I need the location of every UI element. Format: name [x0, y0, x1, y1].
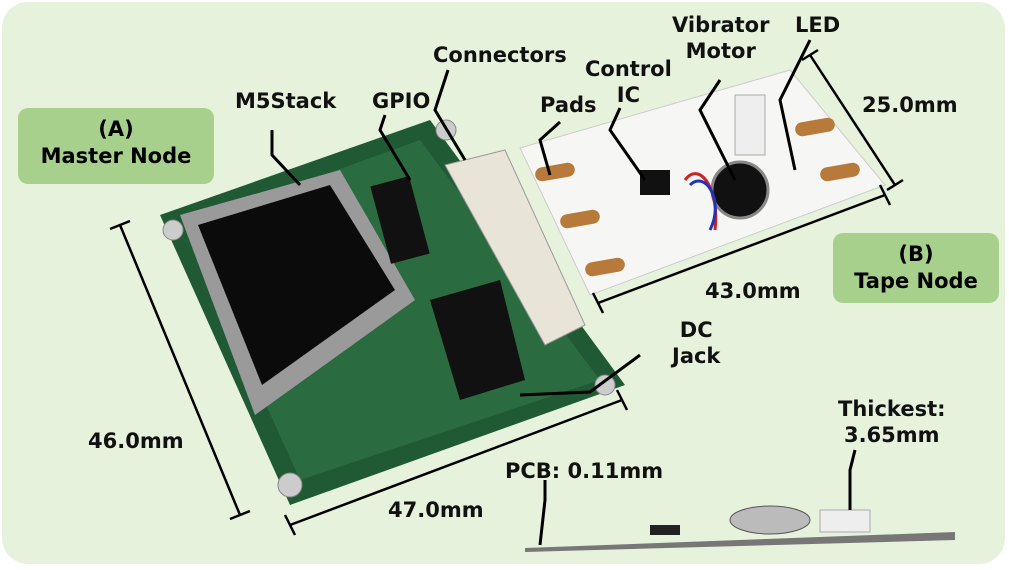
- label-thickest: Thickest:3.65mm: [838, 396, 946, 449]
- label-connectors: Connectors: [433, 43, 567, 67]
- master-node-board: [160, 119, 625, 505]
- label-pads: Pads: [540, 93, 597, 117]
- dimension-lines: [109, 48, 904, 536]
- tape-node-title: Tape Node: [854, 269, 978, 294]
- dim-tape-width: 43.0mm: [705, 279, 801, 303]
- master-node-id: (A): [98, 117, 134, 141]
- label-dc-jack-line2: Jack: [672, 344, 721, 369]
- master-node-label: (A) Master Node: [18, 108, 214, 184]
- label-vibrator-line2: Motor: [685, 39, 756, 64]
- label-vibrator-line1: Vibrator: [672, 13, 770, 37]
- label-control-ic-line1: Control: [585, 57, 672, 81]
- label-dc-jack-line1: DC: [679, 318, 713, 342]
- dim-master-height: 46.0mm: [88, 429, 184, 453]
- label-m5stack: M5Stack: [235, 89, 337, 113]
- tape-node-side-view: [525, 505, 955, 552]
- label-thickest-line2: 3.65mm: [843, 423, 940, 448]
- label-gpio: GPIO: [372, 89, 431, 113]
- tape-node-id: (B): [898, 242, 934, 266]
- leader-lines: [270, 39, 857, 546]
- label-thickest-line1: Thickest:: [838, 397, 946, 421]
- dim-tape-height: 25.0mm: [862, 93, 958, 117]
- label-control-ic-line2: IC: [616, 83, 641, 108]
- master-node-title: Master Node: [40, 144, 192, 169]
- label-pcb-thickness: PCB: 0.11mm: [505, 459, 664, 483]
- tape-node-label: (B) Tape Node: [833, 233, 999, 303]
- dim-master-width: 47.0mm: [388, 498, 484, 522]
- label-led: LED: [795, 13, 841, 37]
